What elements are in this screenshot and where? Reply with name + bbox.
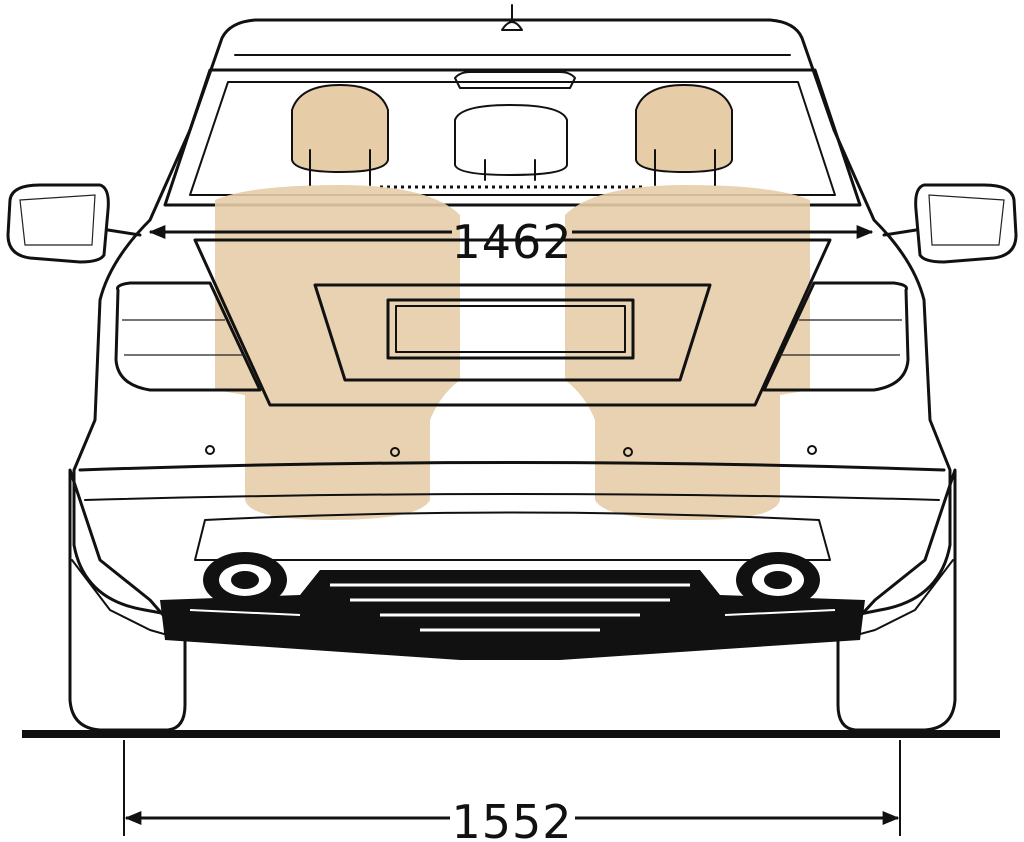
left-exhaust <box>203 552 287 608</box>
dimension-label-lower: 1552 <box>451 795 572 842</box>
antenna <box>501 4 523 31</box>
rear-window-inner <box>189 81 836 196</box>
parking-sensor <box>807 445 817 455</box>
dimension-upper: 1462 <box>148 215 874 269</box>
ground-line <box>22 730 1000 738</box>
left-mirror <box>6 183 142 264</box>
rear-seats <box>215 83 810 520</box>
third-brake-light <box>454 71 576 89</box>
license-plate <box>386 298 635 360</box>
underbody <box>160 570 865 660</box>
dimension-lower: 1552 <box>123 740 901 842</box>
parking-sensor <box>390 447 400 457</box>
trunk-lid <box>193 238 832 407</box>
parking-sensor <box>623 447 633 457</box>
parking-sensor <box>205 445 215 455</box>
rear-window-outer <box>163 68 862 207</box>
license-plate-recess <box>313 283 712 382</box>
right-tail-light <box>762 281 910 392</box>
dimension-label-upper: 1462 <box>451 215 572 269</box>
left-tail-light <box>114 281 262 392</box>
right-mirror <box>882 183 1018 264</box>
rear-bumper <box>78 461 946 472</box>
right-exhaust <box>736 552 820 608</box>
